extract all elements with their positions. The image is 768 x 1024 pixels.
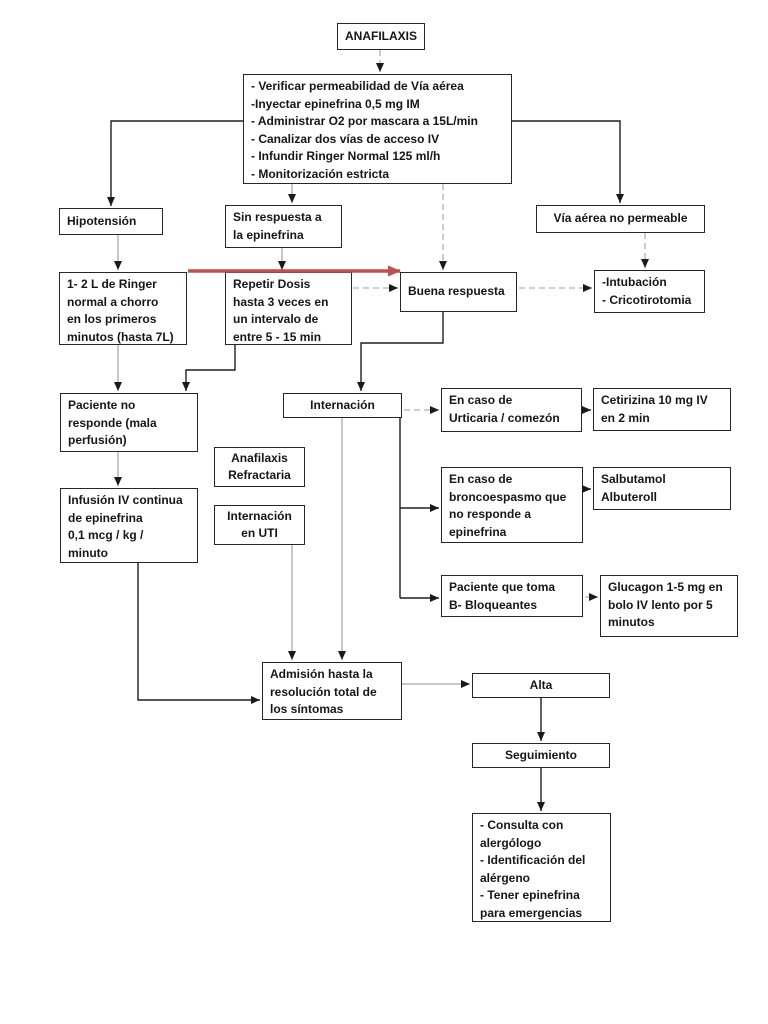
node-sin-respuesta: Sin respuesta a la epinefrina	[225, 205, 342, 248]
connector-repetir-to-paciente	[182, 345, 236, 391]
node-salbutamol: Salbutamol Albuteroll	[593, 467, 731, 510]
connector-initial-to-via-aerea	[512, 120, 624, 203]
node-paciente-no-responde: Paciente no responde (mala perfusión)	[60, 393, 198, 452]
node-infusion-iv: Infusión IV continua de epinefrina 0,1 m…	[60, 488, 198, 563]
node-alta: Alta	[472, 673, 610, 698]
node-anafilaxis: ANAFILAXIS	[337, 23, 425, 50]
node-intubacion: -Intubación - Cricotirotomia	[594, 270, 705, 313]
connector-buena-to-internacion	[357, 312, 444, 391]
node-hipotension: Hipotensión	[59, 208, 163, 235]
node-b-bloqueantes: Paciente que toma B- Bloqueantes	[441, 575, 583, 617]
node-internacion: Internación	[283, 393, 402, 418]
connector-initial-to-hipotension	[107, 120, 243, 206]
node-consulta-alergologo: - Consulta con alergólogo - Identificaci…	[472, 813, 611, 922]
node-anafilaxis-refractaria: Anafilaxis Refractaria	[214, 447, 305, 487]
node-cetirizina: Cetirizina 10 mg IV en 2 min	[593, 388, 731, 431]
node-internacion-uti: Internación en UTI	[214, 505, 305, 545]
node-glucagon: Glucagon 1-5 mg en bolo IV lento por 5 m…	[600, 575, 738, 637]
node-initial-actions: - Verificar permeabilidad de Vía aérea -…	[243, 74, 512, 184]
connector-infusion-to-admision	[137, 563, 260, 704]
node-via-aerea-no-permeable: Vía aérea no permeable	[536, 205, 705, 233]
node-ringer: 1- 2 L de Ringer normal a chorro en los …	[59, 272, 187, 345]
node-broncoespasmo: En caso de broncoespasmo que no responde…	[441, 467, 583, 543]
node-urticaria: En caso de Urticaria / comezón	[441, 388, 582, 432]
node-seguimiento: Seguimiento	[472, 743, 610, 768]
node-buena-respuesta: Buena respuesta	[400, 272, 517, 312]
node-admision: Admisión hasta la resolución total de lo…	[262, 662, 402, 720]
node-repetir-dosis: Repetir Dosis hasta 3 veces en un interv…	[225, 272, 352, 345]
